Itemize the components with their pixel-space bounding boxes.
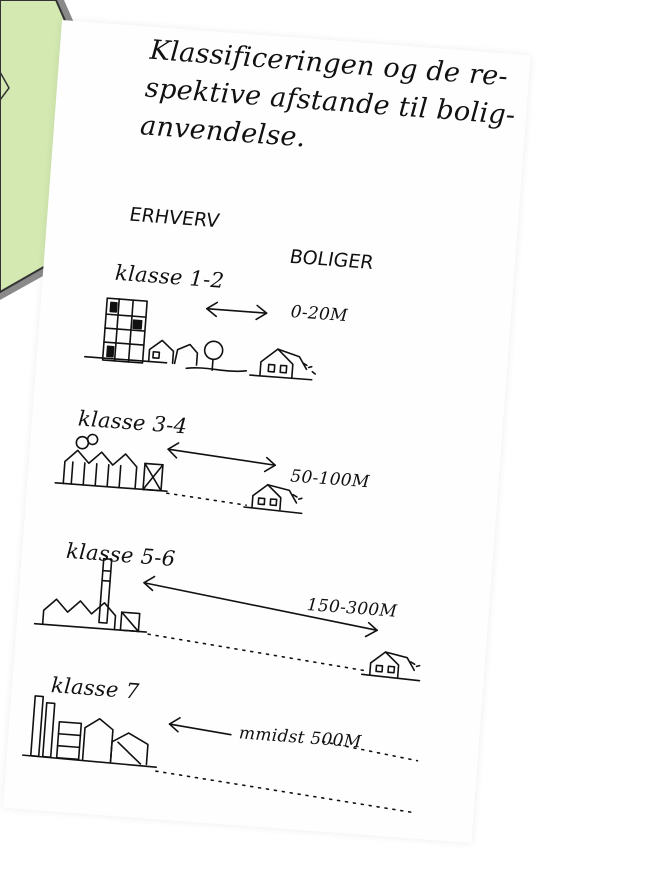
factory-sketch-3-4 (55, 432, 171, 491)
dotted-distance-5-6 (147, 634, 366, 670)
residential-house-3-4 (244, 483, 304, 513)
sketch-drawings (3, 20, 531, 843)
dotted-distance-3-4 (166, 493, 246, 505)
residential-house-5-6 (362, 650, 422, 680)
arrow-class-7 (169, 717, 232, 736)
factory-sketch-5-6 (35, 554, 152, 632)
heavy-industry-sketch-7 (23, 695, 161, 767)
arrow-class-1-2 (206, 302, 267, 320)
green-card-inner-mark (0, 72, 9, 100)
arrow-class-5-6 (141, 576, 380, 638)
residential-house-1-2 (250, 347, 317, 380)
sketch-sheet: Klassificeringen og de re- spektive afst… (3, 20, 531, 843)
small-houses-1-2 (148, 337, 248, 373)
dotted-distance-7 (154, 729, 418, 812)
office-building-sketch (85, 297, 171, 365)
arrow-class-3-4 (167, 442, 276, 472)
